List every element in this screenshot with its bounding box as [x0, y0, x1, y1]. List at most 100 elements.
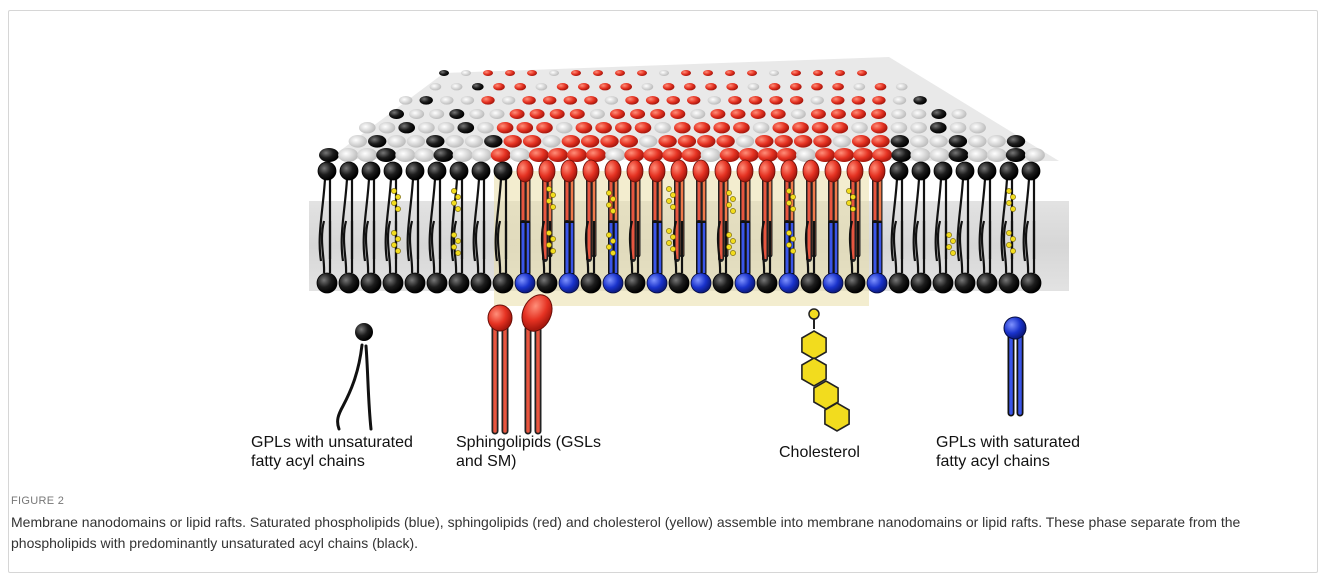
top-lipid-head [615, 122, 632, 133]
sphingolipid-head [693, 160, 709, 182]
cholesterol-mini [1010, 236, 1015, 241]
top-lipid-head [654, 122, 671, 133]
top-lipid-head [399, 96, 412, 105]
cholesterol-mini [666, 198, 671, 203]
top-lipid-head [674, 122, 691, 133]
saturated-gpl-head [603, 273, 623, 293]
top-lipid-head [832, 122, 849, 133]
top-lipid-head [523, 135, 541, 148]
top-lipid-head [510, 109, 525, 119]
cholesterol-mini [455, 250, 460, 255]
sphingolipid-head [737, 160, 753, 182]
top-lipid-head [490, 109, 505, 119]
saturated-gpl-head [867, 273, 887, 293]
top-lipid-head [387, 135, 405, 148]
sphingolipid-head [847, 160, 863, 182]
cholesterol-mini [550, 192, 555, 197]
top-lipid-head [775, 135, 793, 148]
unsaturated-gpl-head [1021, 273, 1041, 293]
cholesterol-mini [670, 204, 675, 209]
top-lipid-head [429, 109, 444, 119]
top-lipid-head [833, 135, 851, 148]
cholesterol-mini [786, 242, 791, 247]
unsaturated-gpl-head [362, 162, 380, 180]
top-lipid-head [725, 70, 735, 76]
sphingolipid-head [627, 160, 643, 182]
top-lipid-head [716, 135, 734, 148]
top-lipid-head [790, 96, 803, 105]
top-lipid-head [639, 135, 657, 148]
top-lipid-head [493, 83, 505, 90]
top-lipid-head [1025, 148, 1045, 162]
top-lipid-head [379, 122, 396, 133]
top-lipid-head [593, 70, 603, 76]
top-lipid-head [771, 109, 786, 119]
cholesterol-mini [1006, 200, 1011, 205]
top-lipid-head [987, 148, 1007, 162]
cholesterol-mini [606, 232, 611, 237]
top-lipid-head [871, 109, 886, 119]
top-lipid-head [791, 70, 801, 76]
cholesterol-mini [610, 208, 615, 213]
unsaturated-gpl-head [428, 162, 446, 180]
top-lipid-head [834, 148, 854, 162]
top-lipid-head [562, 135, 580, 148]
top-lipid-head [690, 109, 705, 119]
top-lipid-head [430, 83, 442, 90]
cholesterol-mini [391, 242, 396, 247]
top-lipid-head [472, 83, 484, 90]
top-lipid-head [620, 83, 632, 90]
saturated-gpl-head [691, 273, 711, 293]
top-lipid-head [911, 109, 926, 119]
top-lipid-head [570, 109, 585, 119]
top-lipid-head [637, 70, 647, 76]
cholesterol-mini [790, 248, 795, 253]
top-lipid-head [949, 135, 967, 148]
top-lipid-head [790, 83, 802, 90]
top-lipid-head [813, 135, 831, 148]
top-lipid-head [950, 122, 967, 133]
cholesterol-mini [451, 232, 456, 237]
top-lipid-head [893, 96, 906, 105]
top-lipid-head [930, 148, 950, 162]
unsaturated-gpl-head [581, 273, 601, 293]
unsaturated-gpl-head [383, 273, 403, 293]
saturated-gpl-head [559, 273, 579, 293]
sphingolipid-head [781, 160, 797, 182]
top-lipid-head [542, 135, 560, 148]
top-lipid-head [952, 109, 967, 119]
cholesterol-mini [451, 200, 456, 205]
top-lipid-head [949, 148, 969, 162]
unsaturated-gpl-head [890, 162, 908, 180]
cholesterol-mini [455, 206, 460, 211]
cholesterol-mini [670, 192, 675, 197]
top-lipid-head [703, 70, 713, 76]
unsaturated-gpl-head [956, 162, 974, 180]
top-lipid-head [502, 96, 515, 105]
cholesterol-mini [730, 208, 735, 213]
top-lipid-head [968, 148, 988, 162]
top-lipid-head [610, 109, 625, 119]
top-lipid-head [615, 70, 625, 76]
top-lipid-head [530, 109, 545, 119]
unsaturated-gpl-head [471, 273, 491, 293]
top-lipid-head [514, 83, 526, 90]
cholesterol-mini [546, 186, 551, 191]
cholesterol-mini [950, 250, 955, 255]
top-lipid-head [398, 122, 415, 133]
top-lipid-head [543, 96, 556, 105]
top-lipid-head [659, 70, 669, 76]
top-lipid-head [670, 109, 685, 119]
saturated-gpl-head [735, 273, 755, 293]
top-lipid-head [658, 135, 676, 148]
figure-panel: GPLs with unsaturated fatty acyl chains … [8, 10, 1318, 573]
top-lipid-head [891, 109, 906, 119]
cholesterol-mini [666, 186, 671, 191]
top-lipid-head [491, 148, 511, 162]
top-lipid-head [769, 96, 782, 105]
top-lipid-head [969, 122, 986, 133]
top-lipid-head [349, 135, 367, 148]
cholesterol-mini [730, 250, 735, 255]
cholesterol-mini [451, 188, 456, 193]
top-lipid-head [713, 122, 730, 133]
